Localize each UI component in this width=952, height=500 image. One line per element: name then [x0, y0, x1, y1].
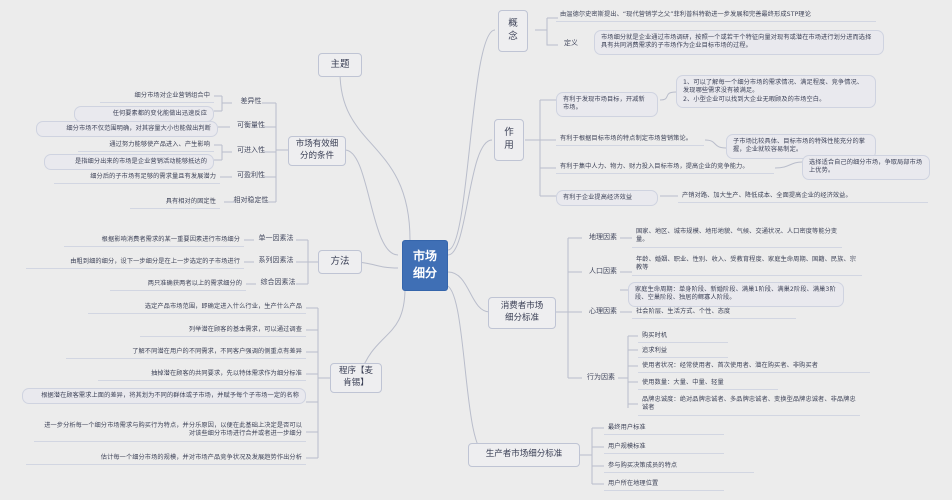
procedure-step-2: 列举潜在顾客的基本需求，可以通过调查 [140, 324, 306, 338]
function-item-3: 有利于集中人力、物力、财力投入目标市场，提高企业的竞争能力。 [556, 161, 774, 175]
condition-leaf-5: 是指细分出来的市场是企业营销活动能够抵达的 [44, 154, 214, 171]
condition-label-1: 差异性 [240, 97, 262, 105]
function-detail-4: 产销对路、加大生产、降低成本、全面提高企业的经济效益。 [678, 190, 928, 204]
condition-label-4: 可盈利性 [237, 171, 265, 179]
method-detail-3: 两只准确获两者以上的需求细分的 [110, 278, 246, 292]
method-label-1: 单一因素法 [258, 234, 294, 242]
method-detail-1: 根据影响消费者需求的某一重要因素进行市场细分 [64, 234, 244, 248]
consumer-label-psychographic: 心理因素 [589, 307, 617, 315]
consumer-behavior-5: 品牌忠诚度：绝对品牌忠诚者、多品牌忠诚者、变换型品牌忠诚者、非品牌忠诚者 [638, 394, 860, 416]
condition-leaf-7: 具有相对的固定性 [130, 196, 220, 210]
producer-item-1: 最终用户标准 [604, 422, 724, 436]
procedure-step-3: 了解不同潜在用户的不同需求，不同客户强调的侧重点有差异 [66, 346, 306, 360]
procedure-step-4: 抽掉潜在顾客的共同要求，先以特体需求作为细分标准 [98, 368, 306, 382]
branch-producer[interactable]: 生产者市场细分标准 [468, 443, 580, 467]
condition-leaf-1: 细分市场对企业营销组合中 [100, 90, 214, 104]
consumer-behavior-4: 使用数量：大量、中量、轻量 [638, 377, 778, 391]
branch-consumer[interactable]: 消费者市场 细分标准 [488, 297, 556, 329]
method-label-3: 综合因素法 [260, 278, 296, 286]
consumer-label-behavioral: 行为因素 [587, 373, 615, 381]
condition-label-2: 可衡量性 [237, 121, 265, 129]
consumer-behavior-2: 追求利益 [638, 345, 728, 359]
condition-leaf-6: 细分后的子市场有足够的需求量且有发展潜力 [54, 171, 220, 185]
procedure-step-7: 估计每一个细分市场的规模，并对市场产品竞争状况及发展趋势作出分析 [26, 452, 306, 466]
concept-definition-label: 定义 [564, 39, 578, 47]
concept-definition-text: 市场细分就是企业通过市场调研，按照一个或若干个特征向量对现有或潜在市场进行划分进… [594, 30, 884, 55]
consumer-detail-psychographic: 社会阶层、生活方式、个性、态度 [632, 306, 796, 320]
consumer-label-demographic: 人口因素 [589, 267, 617, 275]
consumer-behavior-1: 购买时机 [638, 330, 728, 344]
branch-procedure[interactable]: 程序【麦 肯锡】 [330, 363, 382, 393]
consumer-detail-demographic-2: 家庭生命周期：单身阶段、新婚阶段、满巢1阶段、满巢2阶段、满巢3阶段、空巢阶段、… [628, 282, 844, 307]
branch-concept[interactable]: 概 念 [498, 10, 528, 52]
function-detail-1: 1、可以了解每一个细分市场的需求情况、满足程度、竞争情况、发现哪些需求没有被满足… [676, 75, 876, 109]
root-node[interactable]: 市场 细分 [402, 240, 448, 291]
function-item-2: 有利于根据目标市场的特点制定市场营销策论。 [556, 133, 704, 147]
branch-theme[interactable]: 主题 [318, 53, 362, 77]
producer-item-2: 用户规模标准 [604, 441, 724, 455]
consumer-detail-geographic: 国家、地区、城市规模、地形地貌、气候、交通状况、人口密度等能分变量。 [632, 226, 842, 248]
method-label-2: 系列因素法 [258, 256, 294, 264]
branch-function[interactable]: 作 用 [494, 119, 524, 161]
condition-leaf-2: 任何要素都的变化能做出迅速反应 [74, 106, 214, 123]
concept-origin-text: 由温德尔史密斯提出、“现代营销学之父”菲利普科特勒进一步发展和完善最终形成STP… [556, 9, 876, 23]
branch-methods[interactable]: 方法 [318, 250, 362, 274]
function-item-4: 有利于企业提高经济效益 [556, 190, 658, 207]
condition-label-3: 可进入性 [237, 146, 265, 154]
branch-conditions[interactable]: 市场有效细 分的条件 [288, 136, 346, 166]
procedure-step-5: 根据潜在顾客需求上面的差异，将其划为不同的群体或子市场，并赋予每个子市场一定的名… [22, 388, 306, 405]
consumer-behavior-3: 使用者状况：经常使用者、首次使用者、潜在购买者、非购买者 [638, 360, 870, 374]
condition-leaf-4: 通过努力能够使产品进入、产生影响 [78, 139, 214, 153]
function-item-1: 有利于发现市场目标，开减新市场。 [556, 92, 658, 117]
procedure-step-1: 选定产品市场范围，即确定进入什么行业，生产什么产品 [88, 301, 306, 315]
procedure-step-6: 进一步分析每一个细分市场需求与购买行为特点，并分乐原因，以便在此基础上决定是否可… [34, 420, 306, 442]
consumer-detail-demographic: 年龄、婚姻、职业、性别、收入、受教育程度、家庭生命周期、国籍、民族、宗教等 [632, 254, 862, 276]
function-detail-2: 子市场比较具体、目标市场的特殊性能充分的掌握，企业就较容易制定。 [726, 134, 876, 159]
condition-leaf-3: 细分市场不仅范围明确，对其容量大小也能做出判断 [36, 121, 218, 138]
producer-item-4: 用户所在地理位置 [604, 478, 724, 492]
consumer-label-geographic: 地理因素 [589, 233, 617, 241]
condition-label-5: 相对稳定性 [233, 196, 269, 204]
method-detail-2: 由粗到细的细分，设下一步细分是在上一步选定的子市场进行 [26, 256, 244, 270]
function-detail-3: 选择适合自己的细分市场，争取局部市场上优势。 [802, 155, 930, 180]
producer-item-3: 参与购买决策成员的特点 [604, 460, 754, 474]
